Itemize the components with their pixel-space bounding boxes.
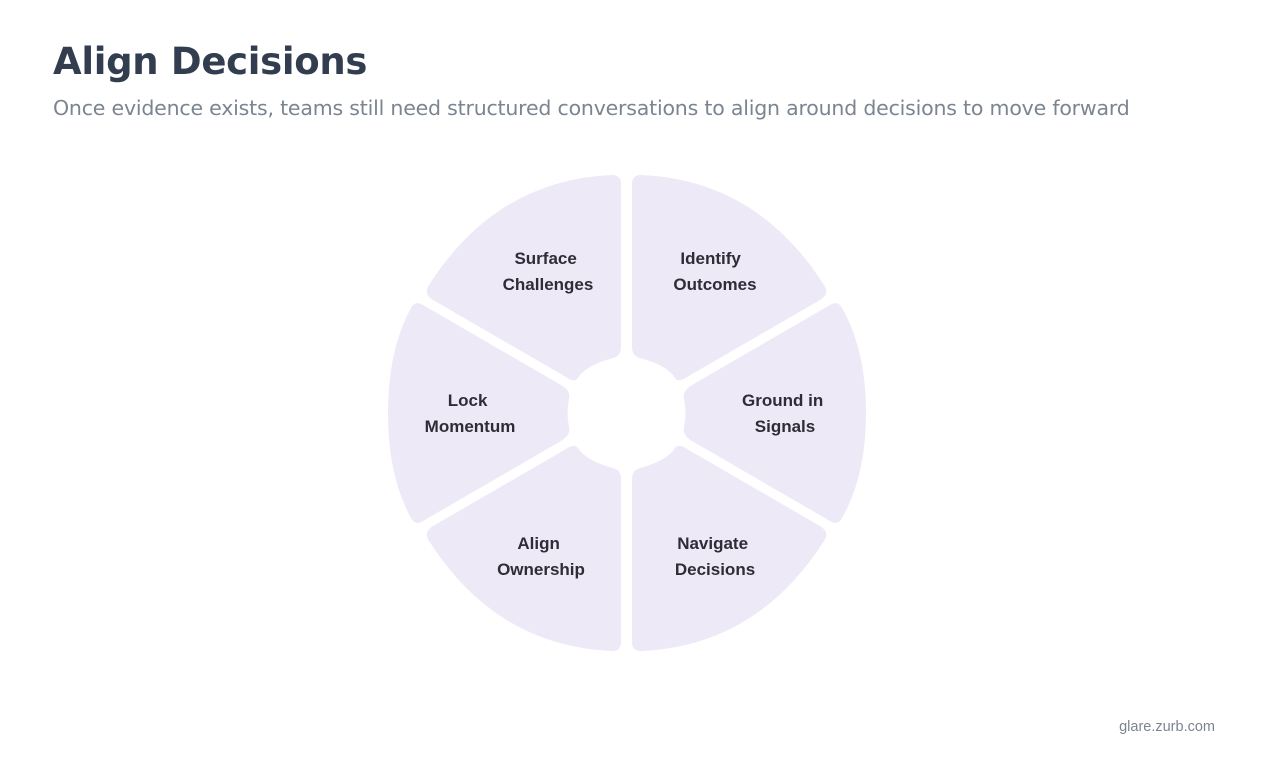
segment-lock-momentum-line-2: Momentum <box>425 417 516 436</box>
segment-navigate-decisions-shape <box>632 445 827 651</box>
segment-identify-outcomes-line-2: Outcomes <box>673 275 756 294</box>
svg-text:Align Ownership: Align Ownership <box>497 534 585 579</box>
segment-ground-in-signals: Ground in Signals <box>683 303 866 523</box>
segment-identify-outcomes-line-1: Identify <box>680 249 741 268</box>
segment-align-ownership-shape <box>426 445 621 651</box>
segment-navigate-decisions: Navigate Decisions <box>632 445 827 651</box>
page-title: Align Decisions <box>53 40 368 83</box>
segment-lock-momentum: Lock Momentum <box>388 303 570 523</box>
segment-identify-outcomes: Identify Outcomes <box>632 175 827 381</box>
svg-text:Surface Challenges: Surface Challenges <box>503 249 594 294</box>
segment-navigate-decisions-line-2: Decisions <box>675 560 755 579</box>
site-credit: glare.zurb.com <box>1119 719 1215 735</box>
svg-text:Navigate Decisions: Navigate Decisions <box>675 534 755 579</box>
svg-text:Ground in Signals: Ground in Signals <box>742 391 828 436</box>
segment-identify-outcomes-shape <box>632 175 827 381</box>
segment-align-ownership: Align Ownership <box>426 445 621 651</box>
segment-surface-challenges-line-1: Surface <box>514 249 576 268</box>
page-subtitle: Once evidence exists, teams still need s… <box>53 96 1130 120</box>
segment-lock-momentum-line-1: Lock <box>448 391 488 410</box>
svg-text:Lock Momentum: Lock Momentum <box>425 391 516 436</box>
segment-navigate-decisions-line-1: Navigate <box>677 534 748 553</box>
segment-surface-challenges: Surface Challenges <box>426 175 621 381</box>
segment-surface-challenges-shape <box>426 175 621 381</box>
segment-align-ownership-line-2: Ownership <box>497 560 585 579</box>
segment-lock-momentum-shape <box>388 303 570 523</box>
segment-ground-in-signals-shape <box>683 303 866 523</box>
segment-ground-in-signals-line-2: Signals <box>755 417 815 436</box>
segment-surface-challenges-line-2: Challenges <box>503 275 594 294</box>
segment-align-ownership-line-1: Align <box>517 534 560 553</box>
segment-ground-in-signals-line-1: Ground in <box>742 391 823 410</box>
svg-text:Identify Outcomes: Identify Outcomes <box>673 249 756 294</box>
